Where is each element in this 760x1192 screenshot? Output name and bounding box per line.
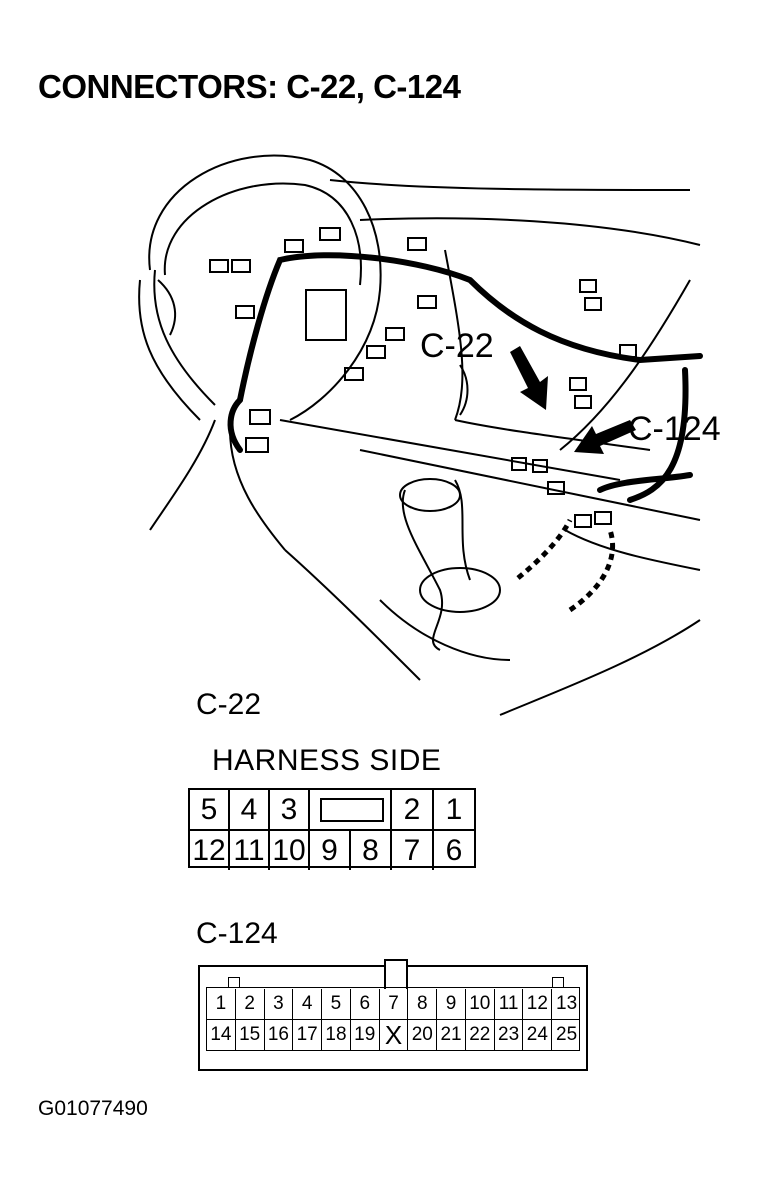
c124-latch-tab	[552, 977, 564, 988]
c22-pin: 5	[190, 790, 230, 829]
c124-pin: 12	[523, 989, 553, 1019]
c124-pin: 11	[495, 989, 524, 1019]
c124-pin: 18	[322, 1020, 351, 1050]
c124-pin: 14	[207, 1020, 236, 1050]
c22-pin: 4	[230, 790, 270, 829]
c124-pin: 20	[408, 1020, 438, 1050]
c124-pin: 17	[293, 1020, 323, 1050]
c124-pin: 3	[265, 989, 294, 1019]
c22-pin: 8	[351, 831, 392, 870]
page-title: CONNECTORS: C-22, C-124	[38, 68, 461, 105]
dashboard-harness-illustration	[138, 154, 703, 716]
c124-key-tab	[384, 959, 408, 989]
c124-pin: 5	[322, 989, 351, 1019]
c124-blank-cavity: X	[380, 1020, 409, 1050]
harness-side-label: HARNESS SIDE	[212, 744, 442, 777]
c22-pin: 11	[230, 831, 270, 870]
c124-pin: 21	[437, 1020, 466, 1050]
c22-connector-face: 5 4 3 2 1 12 11 10 9 8 7 6	[188, 788, 476, 870]
c22-key-slot-outline	[320, 798, 384, 822]
c124-pin: 4	[293, 989, 323, 1019]
c124-latch-tab	[228, 977, 240, 988]
callout-c124: C-124	[628, 410, 721, 448]
c124-pin: 2	[236, 989, 265, 1019]
c124-pin: 8	[408, 989, 438, 1019]
c22-pin: 3	[270, 790, 310, 829]
c22-label: C-22	[196, 688, 262, 721]
c124-pin: 22	[466, 1020, 495, 1050]
c124-label: C-124	[196, 917, 278, 950]
c22-pin: 1	[445, 793, 463, 826]
figure-id: G01077490	[38, 1097, 148, 1120]
c124-pin: 23	[495, 1020, 524, 1050]
callout-c22: C-22	[420, 327, 494, 365]
c124-row-divider	[207, 1019, 579, 1020]
c124-pin: 6	[351, 989, 380, 1019]
c124-pin: 15	[236, 1020, 265, 1050]
c22-bottom-row: 12 11 10 9 8 7 6	[190, 829, 474, 870]
c124-pin: 10	[466, 989, 495, 1019]
c22-pin: 10	[270, 831, 310, 870]
c22-pin: 12	[190, 831, 230, 870]
c22-pin: 7	[392, 831, 434, 870]
c22-pin: 9	[310, 831, 351, 870]
c22-pin: 2	[392, 790, 434, 829]
c124-pin: 16	[265, 1020, 294, 1050]
c124-pin: 24	[523, 1020, 553, 1050]
c124-pin: 1	[207, 989, 236, 1019]
c124-pin: 19	[351, 1020, 380, 1050]
c124-pin: 13	[556, 993, 578, 1014]
c22-top-row: 5 4 3 2 1	[190, 790, 474, 829]
c124-pin: 9	[437, 989, 466, 1019]
c22-key-slot	[310, 790, 392, 829]
c124-pin: 25	[556, 1024, 578, 1045]
c22-pin: 6	[445, 834, 463, 867]
c124-pin: 7	[380, 989, 409, 1019]
